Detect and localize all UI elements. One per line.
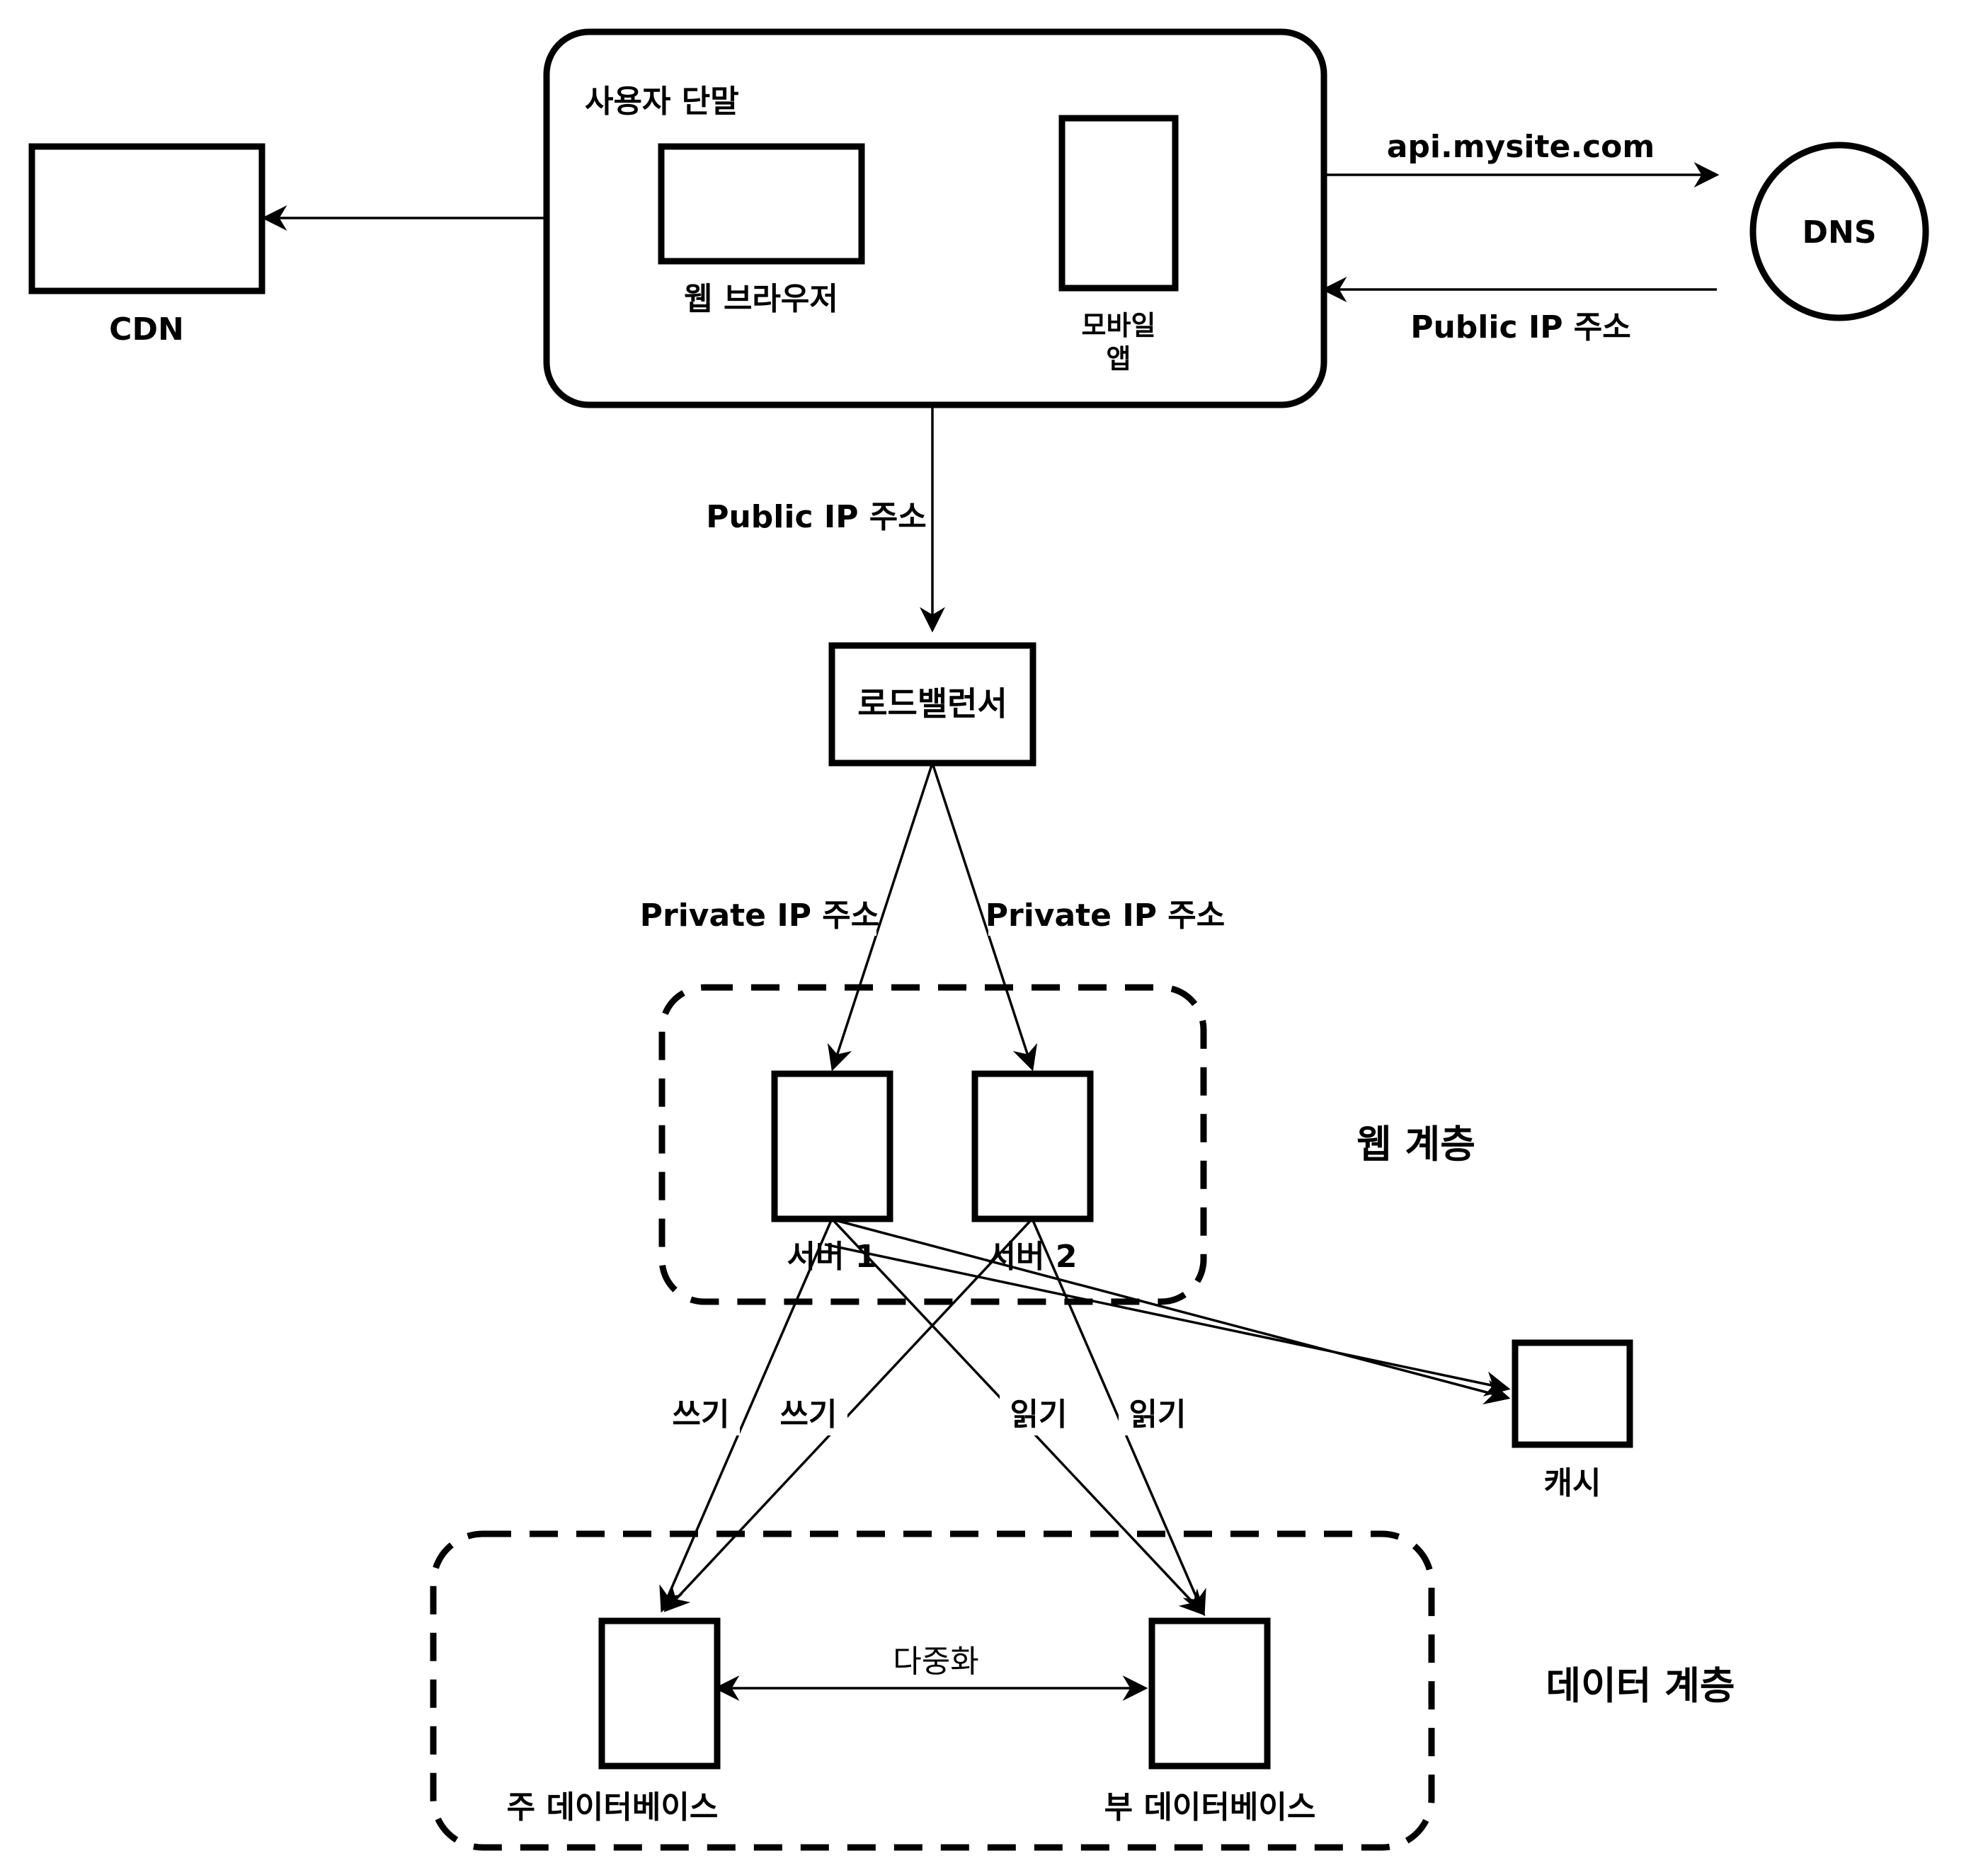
- read-label-1: 읽기: [1010, 1397, 1068, 1433]
- load-balancer-box: [828, 642, 1036, 767]
- data-tier-label: 데이터 계층: [1546, 1663, 1735, 1708]
- master-db-label: 주 데이터베이스: [507, 1789, 719, 1825]
- web-browser-label: 웹 브라우저: [684, 281, 838, 317]
- dns-circle: [1749, 142, 1929, 321]
- mobile-app-box: [1058, 115, 1179, 292]
- write-label-2: 쓰기: [780, 1397, 838, 1433]
- write-label-1: 쓰기: [673, 1397, 730, 1433]
- web-tier-label: 웹 계층: [1356, 1122, 1475, 1166]
- web-tier-group: [658, 984, 1207, 1305]
- slave-db-label: 부 데이터베이스: [1104, 1789, 1316, 1825]
- master-db-box: [598, 1617, 721, 1770]
- cache-box: [1512, 1339, 1633, 1448]
- edge-server2-write-master: [663, 1217, 1034, 1612]
- read-label-2: 읽기: [1129, 1397, 1187, 1433]
- edge-server1-to-cache-b: [824, 1243, 1511, 1397]
- dns-response-label: Public IP 주소: [1410, 309, 1631, 345]
- public-ip-label: Public IP 주소: [706, 499, 927, 535]
- mobile-app-label-line2: 앱: [1107, 343, 1131, 374]
- server1-box: [771, 1070, 893, 1222]
- slave-db-box: [1148, 1617, 1271, 1770]
- cache-label: 캐시: [1544, 1465, 1601, 1501]
- replication-label: 다중화: [893, 1644, 978, 1680]
- dns-request-label: api.mysite.com: [1387, 129, 1655, 165]
- data-tier-group: [430, 1530, 1435, 1851]
- user-device-title: 사용자 단말: [585, 84, 739, 120]
- private-ip-left-label: Private IP 주소: [640, 898, 880, 934]
- private-ip-right-label: Private IP 주소: [986, 898, 1226, 934]
- edge-server2-read-slave: [1031, 1218, 1206, 1617]
- dns-label: DNS: [1802, 214, 1876, 251]
- edge-lb-to-server2: [931, 762, 1038, 1072]
- edge-lb-to-server1: [827, 762, 934, 1072]
- server1-label: 서버 1: [787, 1239, 877, 1275]
- cdn-box: [28, 143, 265, 294]
- server2-label: 서버 2: [988, 1239, 1078, 1275]
- cdn-label: CDN: [109, 311, 184, 348]
- web-browser-box: [658, 143, 865, 265]
- mobile-app-label-line1: 모바일: [1082, 310, 1156, 341]
- edge-server1-to-cache-a: [824, 1216, 1511, 1405]
- load-balancer-label: 로드밸런서: [857, 684, 1007, 723]
- server2-box: [971, 1070, 1094, 1222]
- edge-server1-write-master: [659, 1218, 833, 1613]
